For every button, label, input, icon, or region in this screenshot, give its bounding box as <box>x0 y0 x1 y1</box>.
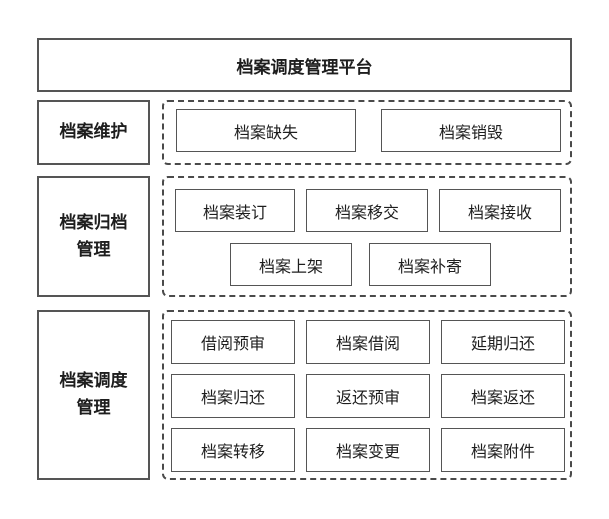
item-extended-return[interactable]: 延期归还 <box>441 320 565 364</box>
section-label-line1: 档案归档 <box>59 212 128 233</box>
item-archive-resend[interactable]: 档案补寄 <box>369 243 491 286</box>
group-archive-filing <box>162 176 572 297</box>
item-archive-borrow[interactable]: 档案借阅 <box>306 320 430 364</box>
item-archive-giveback[interactable]: 档案返还 <box>441 374 565 418</box>
section-label-line1: 档案调度 <box>59 371 128 391</box>
item-archive-destroy[interactable]: 档案销毁 <box>381 109 561 152</box>
section-label-archive-scheduling: 档案调度 管理 <box>37 310 150 480</box>
item-return-prereview[interactable]: 返还预审 <box>306 374 430 418</box>
item-archive-shelving[interactable]: 档案上架 <box>230 243 352 286</box>
section-label-archive-filing: 档案归档 管理 <box>37 176 150 297</box>
section-label-line2: 管理 <box>76 239 111 260</box>
item-archive-transfer[interactable]: 档案移交 <box>306 189 428 232</box>
item-archive-relocate[interactable]: 档案转移 <box>171 428 295 472</box>
section-label-line2: 管理 <box>76 398 111 418</box>
platform-title: 档案调度管理平台 <box>37 38 572 92</box>
item-archive-change[interactable]: 档案变更 <box>306 428 430 472</box>
item-archive-receive[interactable]: 档案接收 <box>439 189 561 232</box>
item-archive-binding[interactable]: 档案装订 <box>175 189 295 232</box>
group-archive-maintenance <box>162 100 572 165</box>
item-archive-missing[interactable]: 档案缺失 <box>176 109 356 152</box>
item-archive-attachment[interactable]: 档案附件 <box>441 428 565 472</box>
item-archive-return[interactable]: 档案归还 <box>171 374 295 418</box>
section-label-text: 档案维护 <box>59 122 128 142</box>
group-archive-scheduling <box>162 310 572 480</box>
section-label-archive-maintenance: 档案维护 <box>37 100 150 165</box>
item-borrow-prereview[interactable]: 借阅预审 <box>171 320 295 364</box>
